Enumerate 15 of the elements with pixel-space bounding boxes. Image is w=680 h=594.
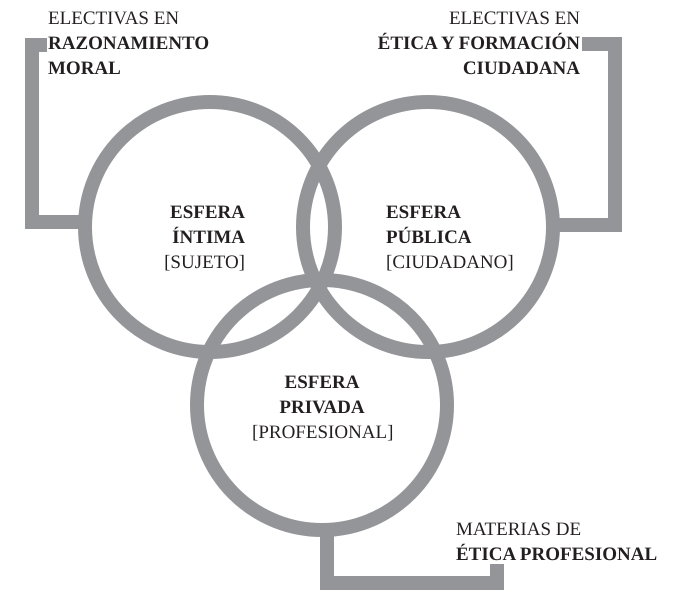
course-heading: ELECTIVAS EN xyxy=(448,7,580,31)
sphere-title: ESFERA PRIVADA xyxy=(278,371,366,420)
course-heading: MATERIAS DE xyxy=(456,518,582,542)
leader-bracket xyxy=(25,38,80,229)
course-title: ÉTICA PROFESIONAL xyxy=(456,542,658,567)
course-title: RAZONAMIENTO MORAL xyxy=(48,32,210,81)
sphere-title: ESFERA PÚBLICA xyxy=(386,201,473,250)
course-title: ÉTICA Y FORMACIÓN CIUDADANA xyxy=(376,32,580,81)
leader-bracket xyxy=(320,535,504,590)
sphere-subtitle: [CIUDADANO] xyxy=(386,251,515,275)
leader-bracket xyxy=(558,37,622,232)
sphere-subtitle: [SUJETO] xyxy=(163,251,245,275)
sphere-title: ESFERA ÍNTIMA xyxy=(169,201,245,250)
course-heading: ELECTIVAS EN xyxy=(48,7,180,31)
sphere-subtitle: [PROFESIONAL] xyxy=(252,421,392,445)
